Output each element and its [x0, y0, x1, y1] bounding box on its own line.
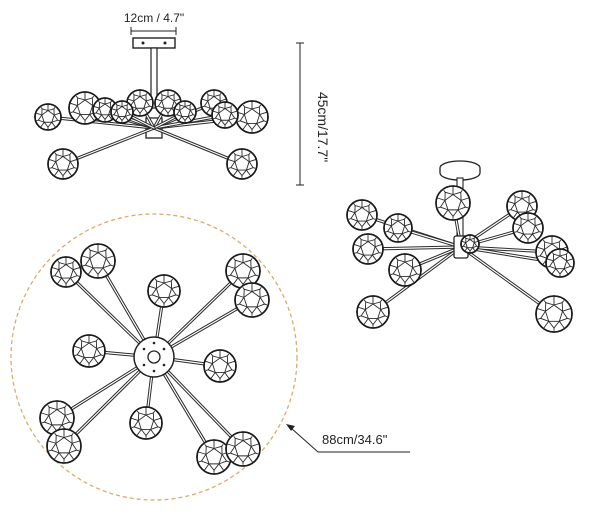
globe-shade	[235, 100, 269, 134]
top-arm	[62, 355, 156, 448]
globe-shade	[356, 295, 390, 329]
globe-shade	[211, 101, 239, 129]
canopy-width-label: 12cm / 4.7"	[124, 11, 184, 25]
perspective-view	[346, 160, 575, 333]
top-arm	[152, 355, 245, 451]
globe-shade	[68, 91, 102, 125]
globe-shade	[80, 243, 116, 279]
globe-shade	[388, 253, 422, 287]
globe-shade	[460, 234, 480, 254]
globe-shade	[535, 295, 573, 333]
globe-shade	[173, 100, 197, 124]
globe-shade	[234, 282, 270, 318]
front-arm	[152, 126, 244, 166]
down-rod	[150, 47, 158, 109]
front-arm	[46, 115, 156, 130]
persp-arm	[459, 245, 556, 316]
globe-shade	[512, 212, 544, 244]
globe-shade	[50, 256, 82, 288]
diameter-dimension: 88cm/34.6"	[286, 424, 410, 453]
height-dimension: 45cm/17.7"	[296, 42, 331, 186]
globe-shade	[39, 400, 75, 436]
globe-shade	[346, 199, 378, 231]
globe-shade	[46, 428, 82, 464]
globe-shade	[545, 248, 575, 278]
globe-shade	[435, 185, 471, 221]
globe-shade	[383, 213, 413, 243]
canopy	[132, 37, 176, 49]
globe-shade	[47, 148, 79, 180]
globe-shade	[352, 233, 384, 265]
globe-shade	[110, 100, 134, 124]
globe-shade	[72, 334, 106, 368]
front-arm	[61, 126, 156, 166]
front-view: 12cm / 4.7" 45cm/17.7"	[34, 11, 331, 186]
globe-shade	[225, 253, 261, 289]
globe-shade	[226, 148, 258, 180]
globe-shade	[147, 274, 181, 308]
globe-shade	[203, 349, 237, 383]
diameter-circle	[10, 213, 298, 501]
globe-shade	[34, 103, 62, 131]
globe-shade	[225, 431, 261, 467]
diameter-label: 88cm/34.6"	[322, 432, 388, 447]
height-label: 45cm/17.7"	[315, 92, 331, 162]
canopy-width-dimension: 12cm / 4.7"	[124, 11, 184, 35]
globe-shade	[129, 406, 163, 440]
top-view: 88cm/34.6"	[10, 213, 410, 501]
